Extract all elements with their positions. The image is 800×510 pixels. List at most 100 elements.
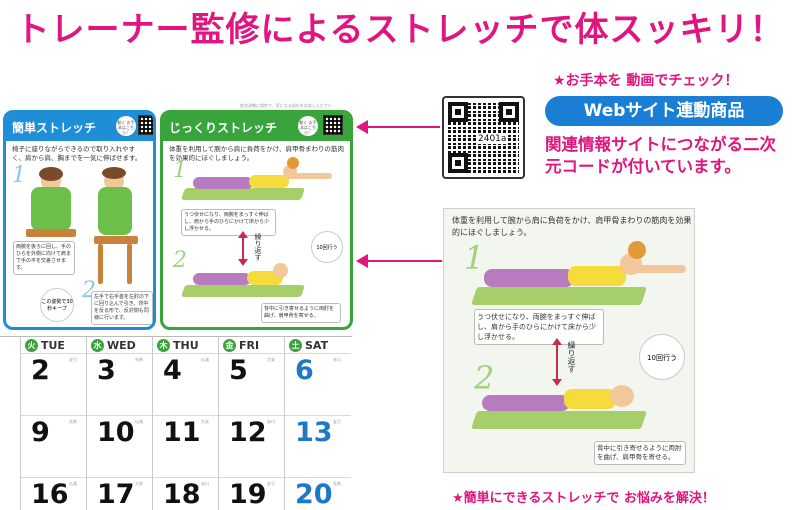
calendar-date[interactable]: 19 (229, 479, 267, 510)
link-description: 関連情報サイトにつながる二次元コードが付いています。 (545, 135, 776, 176)
arrow-up-icon (238, 231, 248, 238)
torso-shape (98, 187, 132, 235)
weekday-chip: 金 (223, 339, 236, 352)
person-figure (273, 263, 288, 278)
repeat-arrow (556, 344, 558, 380)
step-note: 左手で右手首を左肘の下に回り込んで引き、背中を反る形で、反対側も同様に行います。 (91, 291, 153, 325)
detail-text: 体重を利用して腕から肩に負荷をかけ、肩甲骨まわりの筋肉を効果的にほぐしましょう。 (452, 216, 692, 237)
arrow-up-icon (552, 338, 562, 345)
weekday-label: THU (173, 339, 199, 352)
arrow-down-icon (552, 379, 562, 386)
qr-eye (448, 102, 468, 122)
qr-eye (448, 153, 468, 173)
weekday-chip: 水 (91, 339, 104, 352)
shirt-shape (564, 389, 616, 409)
arm-shape (624, 265, 686, 273)
rokuyo-label: 大安 (135, 481, 143, 486)
weekday-chip: 木 (157, 339, 170, 352)
rokuyo-label: 友引 (267, 481, 275, 486)
calendar-date[interactable]: 2 (31, 355, 50, 386)
cell-divider (219, 477, 285, 478)
exercise-mat (471, 287, 647, 305)
rokuyo-label: 仏滅 (135, 419, 143, 424)
legs-shape (482, 395, 570, 411)
qr-pattern: 2401a (448, 102, 519, 173)
rokuyo-label: 赤口 (333, 357, 341, 362)
cell-divider (153, 415, 219, 416)
calendar-date[interactable]: 9 (31, 417, 50, 448)
stretch-detail-panel: 体重を利用して腕から肩に負荷をかけ、肩甲骨まわりの筋肉を効果的にほぐしましょう。… (443, 208, 695, 473)
hair-shape (39, 167, 63, 181)
calendar-date[interactable]: 16 (31, 479, 69, 510)
torso-shape (31, 187, 71, 231)
weekday-chip: 土 (289, 339, 302, 352)
exercise-mat (471, 411, 647, 429)
calendar-date[interactable]: 18 (163, 479, 201, 510)
bottom-tagline: ★簡単にできるストレッチで お悩みを解決！ (452, 491, 715, 506)
rokuyo-label: 仏滅 (201, 357, 209, 362)
stool-leg (98, 244, 103, 284)
arrow-down-icon (238, 259, 248, 266)
hair-shape (287, 157, 299, 169)
rokuyo-label: 仏滅 (69, 481, 77, 486)
step-note: 背中に引き寄せるように両肘を曲げ、肩甲骨を寄せる。 (594, 441, 686, 465)
pointer-line (364, 126, 440, 128)
cell-divider (21, 353, 87, 354)
simple-stretch-card: 簡単ストレッチ 動く お手本はこちら！ 椅子に座りながらできるので取り入れやすく… (3, 110, 156, 330)
calendar-date[interactable]: 4 (163, 355, 182, 386)
repeat-count: 10回行う (311, 231, 343, 263)
person-figure (610, 385, 634, 407)
arm-shape (287, 173, 332, 179)
legs-shape (484, 269, 574, 287)
weekday-label: SAT (305, 339, 329, 352)
exercise-mat (181, 188, 305, 200)
calendar-date[interactable]: 5 (229, 355, 248, 386)
calendar-date[interactable]: 13 (295, 417, 333, 448)
repeat-label: 繰り返す (567, 341, 576, 373)
exercise-mat (181, 285, 305, 297)
rokuyo-label: 大安 (267, 357, 275, 362)
qr-code-label: 2401a (476, 134, 509, 144)
qr-code-icon[interactable] (323, 115, 343, 135)
calendar-date[interactable]: 11 (163, 417, 201, 448)
simple-stretch-text: 椅子に座りながらできるので取り入れやすく、肩から肩、胸までを一気に伸ばせます。 (12, 145, 142, 162)
slow-stretch-card: じっくりストレッチ 動く お手本はこちら！ 体重を利用して腕から肩に負荷をかけ、… (160, 110, 353, 330)
calendar-date[interactable]: 17 (97, 479, 135, 510)
calendar-date[interactable]: 12 (229, 417, 267, 448)
step-number: 2 (173, 248, 187, 273)
calendar-date[interactable]: 20 (295, 479, 333, 510)
step-note: 両腕を後ろに回し、手のひらを外側に向けて肩まで手の平を交差させます。 (13, 241, 75, 275)
calendar-date[interactable]: 10 (97, 417, 135, 448)
qr-code[interactable]: 2401a (442, 96, 525, 179)
calendar-date[interactable]: 3 (97, 355, 116, 386)
qr-eye (499, 102, 519, 122)
slow-stretch-title: じっくりストレッチ (163, 113, 350, 141)
hair-shape (628, 241, 646, 259)
pointer-arrow-icon (356, 254, 368, 268)
qr-code-icon[interactable] (138, 115, 153, 135)
cell-divider (87, 353, 153, 354)
rokuyo-label: 赤口 (267, 419, 275, 424)
video-check-text: ★お手本を 動画でチェック！ (553, 73, 739, 89)
step-note: うつ伏せになり、両腕をまっすぐ伸ばし、肩から手のひらにかけて床から少し浮かせる。 (181, 209, 276, 236)
legs-shape (193, 273, 251, 285)
headline: トレーナー監修によるストレッチで体スッキリ！ (15, 10, 785, 50)
weekday-label: WED (107, 339, 136, 352)
step-number: 1 (173, 158, 187, 183)
rokuyo-label: 友引 (333, 419, 341, 424)
cell-divider (87, 477, 153, 478)
rokuyo-label: 先負 (69, 419, 77, 424)
repeat-count: 10回行う (639, 334, 685, 380)
calendar-date[interactable]: 6 (295, 355, 314, 386)
rokuyo-label: 大安 (201, 419, 209, 424)
